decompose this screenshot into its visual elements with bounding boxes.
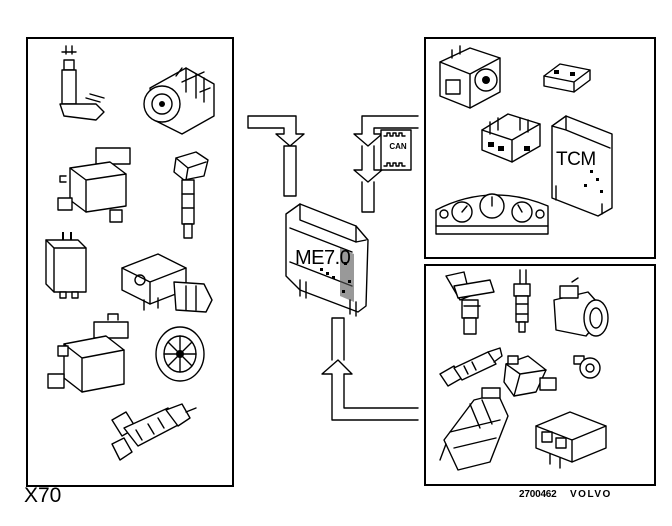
can-signal-top-icon xyxy=(383,132,406,137)
evap-valve-icon xyxy=(47,313,129,393)
instrument-cluster-icon xyxy=(435,193,549,235)
oxygen-sensor-icon xyxy=(439,347,503,387)
sensor-module-icon xyxy=(543,63,591,93)
crank-sensor-icon xyxy=(573,355,601,379)
input-arrow-shaft xyxy=(283,145,297,197)
ecu-label: ME7.0 xyxy=(295,247,351,269)
mass-airflow-sensor-icon xyxy=(553,277,609,337)
sensor-arrow-shaft xyxy=(331,317,345,361)
can-modules-panel xyxy=(424,37,656,259)
can-signal-bottom-icon xyxy=(383,162,406,167)
can-arrow-upper xyxy=(353,115,419,147)
relay-icon xyxy=(45,232,87,299)
sensors-panel xyxy=(424,264,656,486)
temperature-sensor-icon xyxy=(445,271,495,335)
knock-sensor-icon xyxy=(503,355,557,397)
figure-label: X70 xyxy=(24,484,62,507)
throttle-body-icon xyxy=(439,45,501,109)
can-label: CAN xyxy=(389,142,407,151)
tcm-label: TCM xyxy=(556,149,596,170)
purge-valve-icon xyxy=(57,147,131,223)
sensor-arrow xyxy=(321,359,419,421)
fuel-injector-icon xyxy=(111,403,197,461)
pressure-sensor-icon xyxy=(513,269,531,333)
fuel-pump-icon xyxy=(59,45,105,121)
ac-compressor-icon xyxy=(143,67,215,135)
ecu-module-icon xyxy=(285,203,369,317)
connector-module-icon xyxy=(535,411,607,469)
throttle-actuator-icon xyxy=(121,253,213,313)
figure-number: 2700462 xyxy=(519,489,557,500)
can-arrow-shaft xyxy=(361,181,375,213)
ignition-coil-icon xyxy=(173,151,209,239)
actuators-panel xyxy=(26,37,234,487)
control-unit-icon xyxy=(481,113,541,163)
pulley-wheel-icon xyxy=(155,326,205,382)
can-arrow-lower xyxy=(353,145,383,183)
input-arrow-actuators xyxy=(247,115,305,147)
pedal-position-sensor-icon xyxy=(439,387,509,471)
brand-logo: VOLVO xyxy=(570,489,612,500)
tcm-module-icon xyxy=(551,115,613,217)
